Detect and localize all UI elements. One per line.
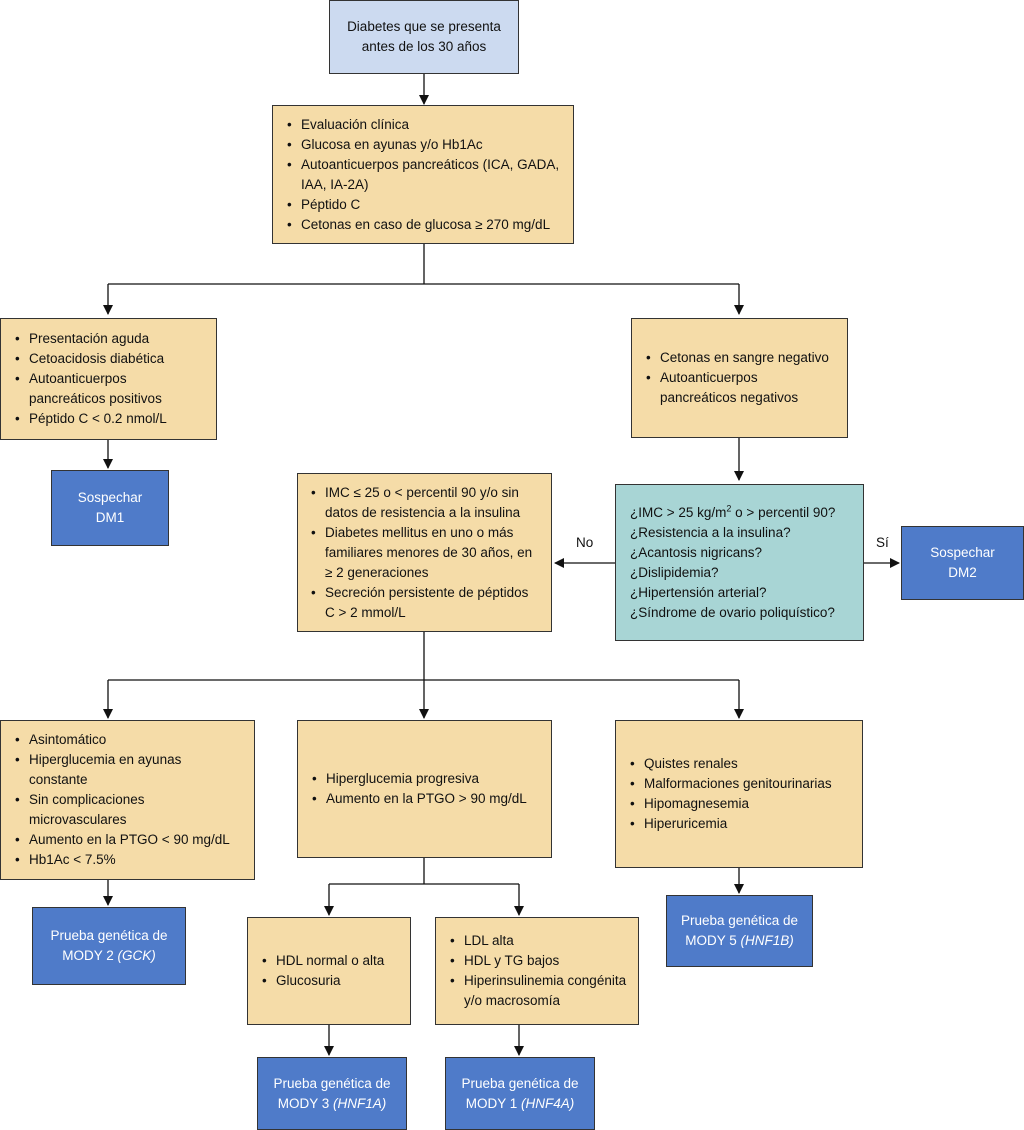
ldl-item: LDL alta [450, 931, 638, 951]
left-branch-item: Presentación aguda [15, 329, 216, 349]
renal-item: Quistes renales [630, 754, 862, 774]
ldl-item: HDL y TG bajos [450, 951, 638, 971]
start-line-1: Diabetes que se presenta [347, 19, 501, 34]
mody3-line-1: Prueba genética de [273, 1075, 391, 1091]
renal-item: Malformaciones genitourinarias [630, 774, 862, 794]
dm2-line-1: Sospechar [930, 545, 995, 560]
hdl-item: Glucosuria [262, 971, 410, 991]
mody2-line-1: Prueba genética de [50, 928, 168, 943]
evaluation-item: Cetonas en caso de glucosa ≥ 270 mg/dL [287, 215, 573, 235]
left-branch-list: Presentación aguda Cetoacidosis diabétic… [5, 329, 216, 429]
evaluation-item: Péptido C [287, 195, 573, 215]
gck-criteria-list: Asintomático Hiperglucemia en ayunascons… [5, 730, 254, 870]
left-branch-item: Cetoacidosis diabética [15, 349, 216, 369]
mody5-gene: (HNF1B) [740, 933, 794, 948]
renal-item: Hipomagnesemia [630, 794, 862, 814]
no-label: No [576, 535, 594, 550]
question-line-3: ¿Acantosis nigricans? [630, 544, 763, 560]
question-line-4: ¿Dislipidemia? [630, 564, 719, 580]
mody2-test-box: Prueba genética de MODY 2 (GCK) [32, 907, 186, 985]
renal-box: Quistes renales Malformaciones genitouri… [615, 720, 863, 868]
evaluation-item: Autoanticuerpos pancreáticos (ICA, GADA,… [287, 155, 573, 195]
start-node: Diabetes que se presenta antes de los 30… [329, 0, 519, 74]
mody2-line-2: MODY 2 (GCK) [62, 948, 156, 963]
right-branch-item: Cetonas en sangre negativo [646, 348, 847, 368]
gck-criteria-item: Asintomático [15, 730, 254, 750]
gck-criteria-item: Aumento en la PTGO < 90 mg/dL [15, 830, 254, 850]
mody1-gene: (HNF4A) [521, 1095, 575, 1111]
renal-item: Hiperuricemia [630, 814, 862, 834]
dm2-line-2: DM2 [948, 565, 977, 580]
question-box: ¿IMC > 25 kg/m2 o > percentil 90? ¿Resis… [615, 484, 864, 641]
question-line-5: ¿Hipertensión arterial? [630, 584, 767, 600]
progressive-list: Hiperglucemia progresiva Aumento en la P… [302, 769, 551, 809]
mody3-line-2: MODY 3 (HNF1A) [277, 1095, 387, 1111]
mody1-test-box: Prueba genética de MODY 1 (HNF4A) [445, 1057, 595, 1130]
yes-label: Sí [876, 535, 889, 550]
mody3-gene: (HNF1A) [333, 1095, 387, 1111]
suspect-dm1-box: Sospechar DM1 [51, 470, 169, 546]
mody5-line-1: Prueba genética de [680, 913, 799, 928]
dm1-line-1: Sospechar [77, 490, 143, 505]
mody5-test-box: Prueba genética de MODY 5 (HNF1B) [666, 895, 813, 967]
progressive-item: Hiperglucemia progresiva [312, 769, 551, 789]
mody5-line-2: MODY 5 (HNF1B) [685, 933, 794, 948]
evaluation-item: Evaluación clínica [287, 115, 573, 135]
question-line-2: ¿Resistencia a la insulina? [630, 524, 791, 540]
left-branch-box: Presentación aguda Cetoacidosis diabétic… [0, 318, 217, 440]
ldl-box: LDL alta HDL y TG bajos Hiperinsulinemia… [435, 917, 639, 1025]
start-line-2: antes de los 30 años [361, 39, 487, 54]
question-line-6: ¿Síndrome de ovario poliquístico? [630, 604, 835, 620]
dm1-line-2: DM1 [95, 510, 125, 525]
suspect-dm2-box: Sospechar DM2 [901, 526, 1024, 600]
right-branch-box: Cetonas en sangre negativo Autoanticuerp… [631, 318, 848, 438]
evaluation-item: Glucosa en ayunas y/o Hb1Ac [287, 135, 573, 155]
gck-criteria-box: Asintomático Hiperglucemia en ayunascons… [0, 720, 255, 880]
renal-list: Quistes renales Malformaciones genitouri… [620, 754, 862, 834]
hdl-list: HDL normal o alta Glucosuria [252, 951, 410, 991]
mody1-line-1: Prueba genética de [461, 1075, 579, 1091]
hdl-box: HDL normal o alta Glucosuria [247, 917, 411, 1025]
question-line-1: ¿IMC > 25 kg/m2 o > percentil 90? [630, 503, 836, 520]
evaluation-list: Evaluación clínica Glucosa en ayunas y/o… [277, 115, 573, 235]
right-branch-list: Cetonas en sangre negativo Autoanticuerp… [636, 348, 847, 408]
mody3-test-box: Prueba genética de MODY 3 (HNF1A) [257, 1057, 407, 1130]
left-branch-item: Péptido C < 0.2 nmol/L [15, 409, 216, 429]
mody1-line-2: MODY 1 (HNF4A) [465, 1095, 575, 1111]
gck-criteria-item: Hb1Ac < 7.5% [15, 850, 254, 870]
progressive-item: Aumento en la PTGO > 90 mg/dL [312, 789, 551, 809]
hdl-item: HDL normal o alta [262, 951, 410, 971]
progressive-box: Hiperglucemia progresiva Aumento en la P… [297, 720, 552, 858]
ldl-list: LDL alta HDL y TG bajos Hiperinsulinemia… [440, 931, 638, 1011]
evaluation-box: Evaluación clínica Glucosa en ayunas y/o… [272, 105, 574, 244]
mody-criteria-item: Diabetes mellitus en uno o másfamiliares… [311, 523, 551, 583]
mody2-gene: (GCK) [117, 948, 156, 963]
